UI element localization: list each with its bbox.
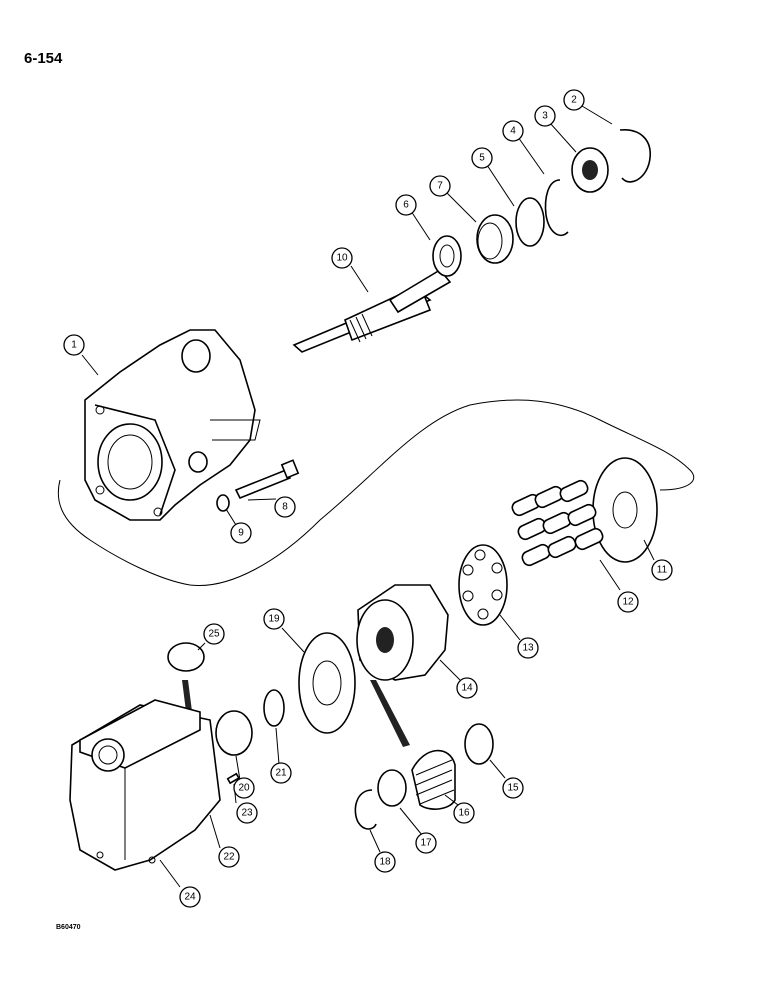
- svg-text:6: 6: [403, 200, 409, 211]
- svg-text:25: 25: [208, 629, 220, 640]
- pistons-part: [511, 479, 604, 567]
- callout-2: 2: [563, 89, 585, 111]
- retainer-plate-part: [458, 544, 508, 626]
- valve-plate-part: [298, 632, 356, 734]
- drawing-code: B60470: [56, 924, 81, 931]
- svg-text:15: 15: [507, 783, 519, 794]
- callout-15: 15: [502, 777, 524, 799]
- callout-6: 6: [395, 194, 417, 216]
- spring-part: [411, 749, 456, 810]
- end-cap-part: [69, 699, 221, 871]
- svg-text:7: 7: [437, 181, 443, 192]
- snap-ring-lower-part: [354, 789, 377, 830]
- bolt-part: [234, 459, 300, 500]
- svg-text:2: 2: [571, 95, 577, 106]
- callout-1: 1: [63, 334, 85, 356]
- callout-4: 4: [502, 120, 524, 142]
- bearing-cone-lower-part: [263, 689, 285, 727]
- svg-text:14: 14: [461, 683, 473, 694]
- dowel-pin-part: [226, 772, 240, 785]
- callout-13: 13: [517, 637, 539, 659]
- bearing-cup-lower-part: [215, 710, 253, 756]
- svg-text:8: 8: [282, 502, 288, 513]
- callout-17: 17: [415, 832, 437, 854]
- callout-12: 12: [617, 591, 639, 613]
- callout-10: 10: [331, 247, 353, 269]
- svg-text:1: 1: [71, 340, 77, 351]
- callout-7: 7: [429, 175, 451, 197]
- svg-text:4: 4: [510, 126, 516, 137]
- spring-seat-part: [377, 769, 407, 807]
- snap-ring-part: [544, 179, 569, 237]
- pump-housing-part: [84, 329, 261, 521]
- svg-text:21: 21: [275, 768, 287, 779]
- callout-5: 5: [471, 147, 493, 169]
- svg-text:5: 5: [479, 153, 485, 164]
- svg-text:22: 22: [223, 852, 235, 863]
- callout-19: 19: [263, 608, 285, 630]
- shaft-seal-part: [571, 147, 609, 193]
- callout-8: 8: [274, 496, 296, 518]
- svg-text:23: 23: [241, 808, 253, 819]
- assembly-outline-upper: [57, 399, 695, 587]
- svg-text:24: 24: [184, 892, 196, 903]
- svg-text:20: 20: [238, 783, 250, 794]
- bearing-cup-part: [476, 214, 514, 264]
- shim-ring-part: [515, 197, 545, 247]
- svg-text:18: 18: [379, 857, 391, 868]
- o-ring-part: [167, 642, 205, 672]
- callout-25: 25: [203, 623, 225, 645]
- leader-lines: [81, 105, 655, 888]
- callout-23: 23: [236, 802, 258, 824]
- callout-14: 14: [456, 677, 478, 699]
- svg-text:13: 13: [522, 643, 534, 654]
- callout-21: 21: [270, 762, 292, 784]
- washer-part: [216, 494, 230, 512]
- callout-20: 20: [233, 777, 255, 799]
- svg-text:12: 12: [622, 597, 634, 608]
- svg-text:10: 10: [336, 253, 348, 264]
- callout-22: 22: [218, 846, 240, 868]
- svg-text:16: 16: [458, 808, 470, 819]
- retaining-ring-part: [619, 129, 651, 183]
- cylinder-block-part: [356, 584, 449, 681]
- svg-text:9: 9: [238, 528, 244, 539]
- callout-16: 16: [453, 802, 475, 824]
- callout-9: 9: [230, 522, 252, 544]
- callout-3: 3: [534, 105, 556, 127]
- thrust-washer-part: [464, 723, 494, 765]
- drive-shaft-part: [292, 268, 452, 353]
- callout-11: 11: [651, 559, 673, 581]
- svg-text:19: 19: [268, 614, 280, 625]
- svg-text:17: 17: [420, 838, 432, 849]
- svg-text:3: 3: [542, 111, 548, 122]
- callout-24: 24: [179, 886, 201, 908]
- svg-text:11: 11: [657, 565, 668, 576]
- callout-18: 18: [374, 851, 396, 873]
- page-number: 6-154: [24, 50, 63, 67]
- bearing-cone-part: [432, 235, 462, 277]
